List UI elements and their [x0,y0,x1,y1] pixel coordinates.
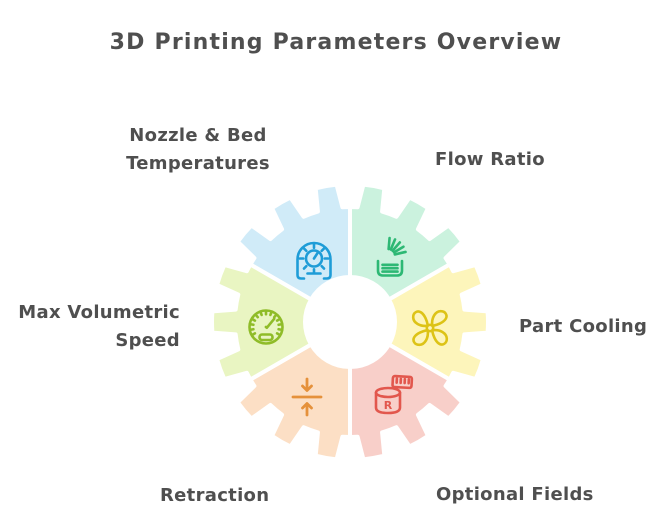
gauge-ticks [249,309,283,337]
chip-body [391,374,414,390]
fan-blade [412,328,430,347]
dial-pointer [312,250,320,260]
arrow-down-head [301,384,313,392]
gauge-pivot [264,325,268,329]
ray [269,310,273,317]
gear-segments [210,182,490,462]
ray [387,236,391,251]
ray [389,238,397,251]
flow-rays [387,236,407,256]
ray [393,250,407,256]
ray [249,322,255,327]
label-flow-ratio: Flow Ratio [435,149,545,170]
ray [275,332,281,337]
ray [320,264,326,270]
ray [251,317,257,322]
ray [259,310,263,317]
cylinder-letter: R [384,399,393,412]
ray [277,322,283,327]
heat-dial [304,249,324,268]
ray [277,327,283,332]
ray [302,264,308,270]
label-part-cooling: Part Cooling [519,316,648,337]
ray [302,247,308,253]
ray [392,245,405,254]
ray [272,313,278,319]
ray [251,332,257,337]
label-nozzle-bed-temperatures: Nozzle & Bed Temperatures [126,125,270,174]
flow-ratio-icon [376,236,407,277]
fan-blade [430,309,448,328]
optional-fields-icon: R [374,374,414,415]
ray [275,317,281,322]
ray [320,247,326,253]
ray [254,313,260,319]
chip [391,374,414,390]
page-title: 3D Printing Parameters Overview [109,30,563,55]
label-optional-fields: Optional Fields [436,484,594,505]
arrow-up-head [301,402,313,410]
heat-rays [298,243,330,274]
gear-segment-5 [210,262,314,382]
fan-blade [430,328,449,346]
label-max-volumetric-speed: Max Volumetric Speed [18,302,180,351]
fan-hub [425,323,435,333]
fan-blade [411,310,430,328]
speedometer-icon [248,309,284,345]
tray-outline [376,259,404,277]
gauge-needle [265,317,276,330]
fan-icon [411,309,449,347]
ray [249,327,255,332]
cylinder-body [374,391,402,415]
ray [391,241,402,253]
gauge-odometer [258,333,274,342]
retraction-icon [291,377,323,417]
label-retraction: Retraction [160,485,270,506]
nozzle-bed-temperature-icon [296,241,332,280]
